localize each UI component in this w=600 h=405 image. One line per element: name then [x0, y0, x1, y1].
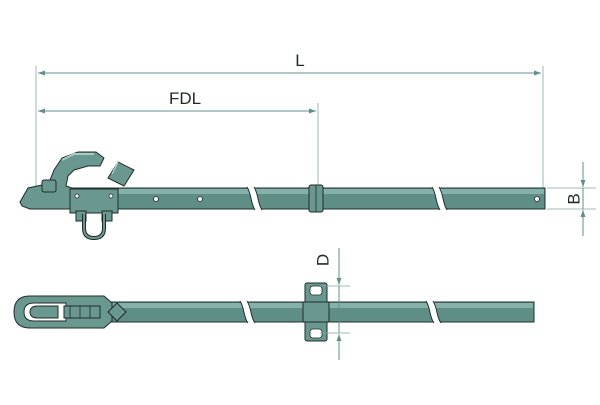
dimension-b: B: [547, 162, 596, 236]
coupling-head-side: [19, 151, 135, 241]
dimension-l: L: [35, 51, 544, 200]
drawbar-side-view: [39, 184, 546, 213]
dimension-d: D: [313, 248, 350, 360]
label-d: D: [313, 254, 332, 266]
dimension-fdl: FDL: [38, 89, 319, 186]
label-b: B: [564, 193, 583, 204]
drawbar-top-view: [109, 282, 535, 342]
label-l: L: [295, 51, 304, 70]
coupling-head-top: [13, 295, 127, 329]
label-fdl: FDL: [169, 89, 201, 108]
